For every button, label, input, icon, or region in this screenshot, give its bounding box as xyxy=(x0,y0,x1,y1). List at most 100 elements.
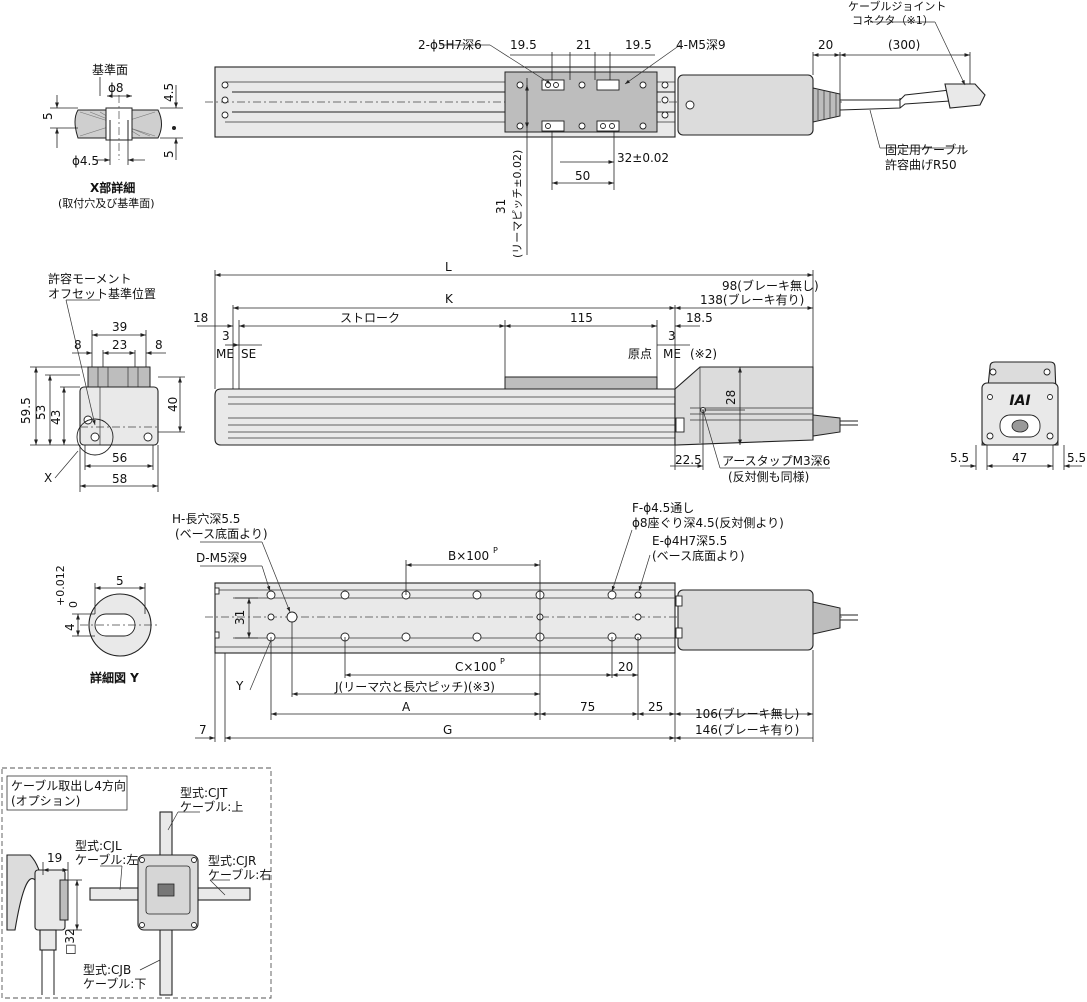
top-cable xyxy=(840,89,951,101)
side-slider xyxy=(87,366,151,388)
connector-label: コネクタ（※1） xyxy=(852,14,934,27)
dim-59-5: 59.5 xyxy=(19,397,33,424)
dim-98: 98(ブレーキ無し) xyxy=(722,278,819,293)
dim-22-5: 22.5 xyxy=(675,453,702,467)
cable-left xyxy=(89,887,139,901)
moment-ref-label: オフセット基準位置 xyxy=(48,286,156,301)
dim-18: 18 xyxy=(193,311,208,325)
dim-25: 25 xyxy=(648,700,663,714)
dim-21: 21 xyxy=(576,38,591,52)
dim-50: 50 xyxy=(575,169,590,183)
dim-43: 43 xyxy=(49,410,63,425)
h-slot-label: H-長穴深5.5 xyxy=(172,511,240,526)
dim-L: L xyxy=(445,260,452,274)
dim-8-left: 8 xyxy=(74,338,82,352)
option-dashed-frame xyxy=(1,767,272,999)
dim-23: 23 xyxy=(112,338,127,352)
cable-top xyxy=(159,811,173,858)
e-hole-label: E-ϕ4H7深5.5 xyxy=(652,534,727,548)
dim-5-5-left: 5.5 xyxy=(950,451,969,465)
earth-tap-label: アースタップM3深6 xyxy=(722,454,830,468)
c-pitch-sup: P xyxy=(500,657,505,666)
front-slider xyxy=(504,376,658,390)
x-mark: X xyxy=(44,471,52,485)
dim-75: 75 xyxy=(580,700,595,714)
top-cable-plug xyxy=(944,83,986,109)
front-motor xyxy=(674,366,814,446)
f-hole-label: F-ϕ4.5通し xyxy=(632,501,694,515)
dim-115: 115 xyxy=(570,311,593,325)
d-tap-label: D-M5深9 xyxy=(196,551,247,565)
dim-53: 53 xyxy=(34,405,48,420)
dim-20-top: 20 xyxy=(818,38,833,52)
option-title-1: ケーブル取出し4方向 xyxy=(11,778,126,793)
bottom-view: H-長穴深5.5 (ベース底面より) D-M5深9 B×100 P F-ϕ4.5… xyxy=(172,501,858,742)
ream-pitch-text: (リーマピッチ±0.02) xyxy=(511,150,524,258)
dim-20-bottom: 20 xyxy=(618,660,633,674)
tol-top: +0.012 xyxy=(54,565,67,606)
hole-2-phi5-label: 2-ϕ5H7深6 xyxy=(418,38,482,52)
dim-3-left: 3 xyxy=(222,329,230,343)
dim-K: K xyxy=(445,292,454,306)
j-label: J(リーマ穴と長穴ピッチ)(※3) xyxy=(334,679,495,694)
b-pitch-label: B×100 xyxy=(448,549,489,563)
top-motor xyxy=(677,74,814,136)
detail-y: 5 +0.012 0 4 詳細図 Y xyxy=(54,565,160,685)
cable-joint-label: ケーブルジョイント xyxy=(848,0,946,13)
dim-5-x-right: 5 xyxy=(162,150,176,158)
dim-32-tol: 32±0.02 xyxy=(617,151,669,165)
dim-32-option: □32 xyxy=(63,928,77,955)
dim-8-right: 8 xyxy=(155,338,163,352)
origin-label: 原点 xyxy=(628,347,652,361)
phi8-label: ϕ8 xyxy=(108,81,124,95)
dim-39: 39 xyxy=(112,320,127,334)
dim-19-5-right: 19.5 xyxy=(625,38,652,52)
cjb-model: 型式:CJB xyxy=(83,963,131,977)
dim-4-5-x: 4.5 xyxy=(162,83,176,102)
dim-56: 56 xyxy=(112,451,127,465)
ream-pitch-value: 31 xyxy=(494,199,508,214)
c-pitch-label: C×100 xyxy=(455,660,496,674)
top-view: ケーブルジョイント コネクタ（※1） 20 (300) 2-ϕ5H7深6 19.… xyxy=(205,0,986,258)
h-slot-note: (ベース底面より) xyxy=(175,526,268,541)
f-hole-note: ϕ8座ぐり深4.5(反対側より) xyxy=(632,515,784,530)
dim-31-bottom: 31 xyxy=(233,610,247,625)
dim-47: 47 xyxy=(1012,451,1027,465)
dim-138: 138(ブレーキ有り) xyxy=(700,292,804,307)
side-view: 許容モーメント オフセット基準位置 39 23 8 8 59.5 53 43 4… xyxy=(19,271,185,492)
y-mark: Y xyxy=(235,679,244,693)
dim-3-right: 3 xyxy=(668,329,676,343)
bottom-connector xyxy=(812,601,841,635)
cable-bottom xyxy=(159,929,173,996)
option-box: ケーブル取出し4方向 (オプション) 19 □32 型式:CJT ケーブル:上 … xyxy=(1,767,272,999)
cjl-cable: ケーブル:左 xyxy=(75,852,138,867)
detail-y-title: 詳細図 Y xyxy=(90,670,139,685)
cjr-cable: ケーブル:右 xyxy=(208,867,271,882)
side-base xyxy=(79,386,159,446)
dim-40: 40 xyxy=(166,397,180,412)
tol-bottom: 0 xyxy=(67,601,80,608)
cjt-cable: ケーブル:上 xyxy=(180,799,243,814)
option-title-box xyxy=(6,775,128,811)
dim-146: 146(ブレーキ有り) xyxy=(695,722,799,737)
tap-4-m5-label: 4-M5深9 xyxy=(676,38,726,52)
dim-28: 28 xyxy=(724,390,738,405)
stroke-label: ストローク xyxy=(340,311,400,325)
dim-19-option: 19 xyxy=(47,851,62,865)
iai-logo: IAI xyxy=(1009,393,1030,409)
se-label: SE xyxy=(241,347,256,361)
dim-300: (300) xyxy=(888,38,920,52)
front-connector xyxy=(812,414,841,437)
me-right-label: ME xyxy=(663,347,681,361)
dim-106: 106(ブレーキ無し) xyxy=(695,706,799,721)
dim-5-y: 5 xyxy=(116,574,124,588)
fixed-cable-label: 固定用ケーブル xyxy=(885,142,968,157)
me-left-label: ME xyxy=(216,347,234,361)
dim-58: 58 xyxy=(112,472,127,486)
dim-18-5: 18.5 xyxy=(686,311,713,325)
option-title-2: (オプション) xyxy=(11,794,80,808)
earth-tap-note: (反対側も同様) xyxy=(728,470,809,484)
detail-x: 基準面 ϕ8 4.5 5 5 ϕ4.5 X部詳細 (取付穴及び基準面) xyxy=(41,62,183,210)
bottom-motor xyxy=(677,589,814,651)
